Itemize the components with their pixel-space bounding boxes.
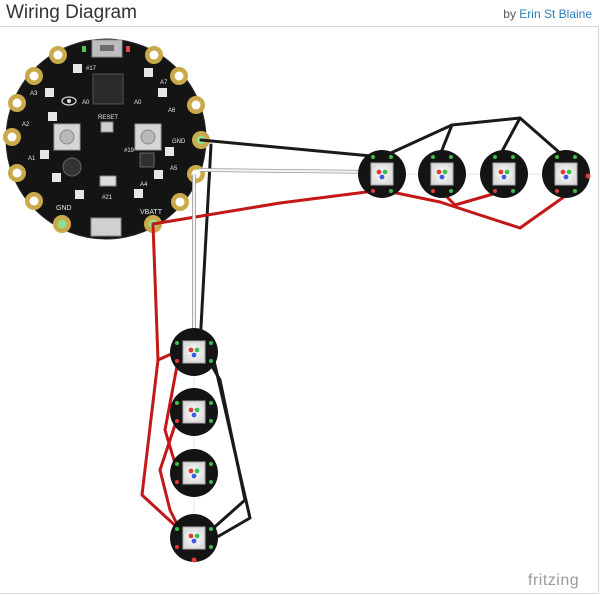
neopixel-strip-vertical xyxy=(170,328,218,563)
header: Wiring Diagram by Erin St Blaine xyxy=(0,0,600,26)
pin-label-gnd: GND xyxy=(56,205,72,212)
author-link[interactable]: Erin St Blaine xyxy=(519,7,592,21)
neopixel xyxy=(418,150,466,198)
pin-label-vbatt: VBATT xyxy=(140,209,163,216)
pin-label-17: #17 xyxy=(86,66,97,72)
pin-label-a3: A3 xyxy=(30,91,38,97)
wire-ground xyxy=(198,116,570,542)
reset-button xyxy=(100,121,114,133)
neopixel xyxy=(542,150,591,198)
battery-connector xyxy=(90,217,122,237)
neopixel xyxy=(358,150,406,198)
page-title: Wiring Diagram xyxy=(6,2,137,23)
button-left xyxy=(53,123,81,151)
by-label: by xyxy=(503,7,516,21)
neopixel xyxy=(480,150,528,198)
neopixel-footprints xyxy=(40,64,174,199)
pin-label-a4: A4 xyxy=(140,182,148,188)
sensor-chip xyxy=(139,152,155,168)
microcontroller-chip xyxy=(92,73,124,105)
slide-switch xyxy=(99,175,117,187)
pin-label-a0b: A0 xyxy=(82,100,90,106)
pin-label-21: #21 xyxy=(102,195,113,201)
pin-label-a6: A6 xyxy=(168,108,176,114)
light-sensor-icon xyxy=(61,96,77,106)
pin-label-gnd2: GND xyxy=(172,139,186,145)
pin-label-a0: A0 xyxy=(134,100,142,106)
neopixel xyxy=(170,328,218,376)
neopixel xyxy=(170,514,218,563)
board-labels: RESET #17 A0 #19 #21 A4 A0 VBATT GND GND… xyxy=(22,66,186,216)
wires xyxy=(140,116,570,542)
pin-label-a1: A1 xyxy=(28,156,36,162)
wire-data xyxy=(192,168,384,347)
edge-pads xyxy=(3,46,210,233)
fritzing-watermark: fritzing xyxy=(528,572,580,589)
button-right xyxy=(134,123,162,151)
reset-label: RESET xyxy=(98,115,118,121)
pin-label-a2: A2 xyxy=(22,122,30,128)
neopixel-strip-horizontal xyxy=(358,150,591,198)
speaker xyxy=(62,157,82,177)
pin-label-19: #19 xyxy=(124,148,135,154)
neopixel xyxy=(170,388,218,436)
diagram-frame xyxy=(0,26,599,594)
circuit-playground-board: RESET #17 A0 #19 #21 A4 A0 VBATT GND GND… xyxy=(3,38,210,240)
neopixel xyxy=(170,449,218,497)
credit: by Erin St Blaine xyxy=(503,7,592,21)
pin-label-a5: A5 xyxy=(170,166,178,172)
pin-label-a7: A7 xyxy=(160,80,168,86)
